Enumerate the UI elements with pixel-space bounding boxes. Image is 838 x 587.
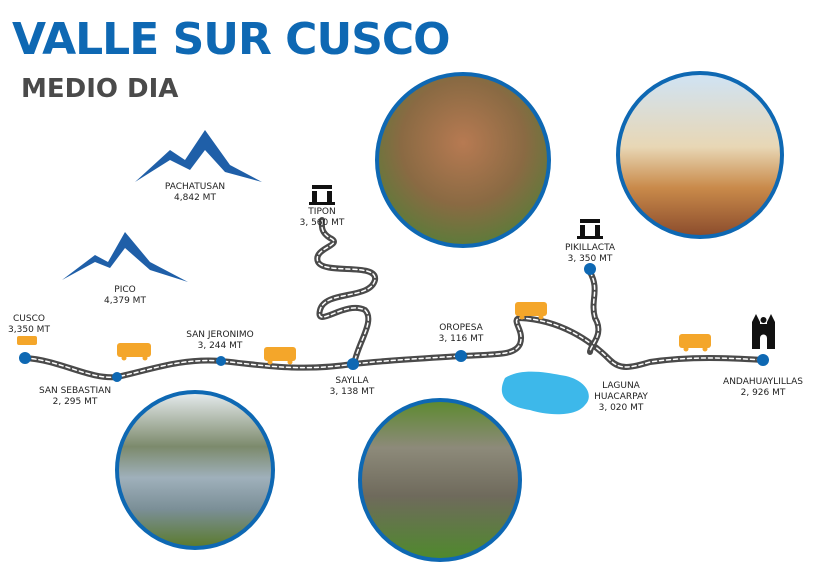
attraction-name: PIKILLACTA <box>564 243 616 253</box>
stop-name: SAN SEBASTIAN <box>38 386 112 396</box>
stop-altitude: 3,350 MT <box>8 325 50 335</box>
stop-altitude: 3, 138 MT <box>329 387 375 397</box>
mountain-name: PACHATUSAN <box>164 182 226 192</box>
stop-name: OROPESA <box>439 323 483 333</box>
mountain-altitude: 4,842 MT <box>174 193 216 203</box>
attraction-altitude: 3, 350 MT <box>567 254 613 264</box>
church-icon <box>752 314 775 349</box>
stop-name: SAN JERONIMO <box>186 330 254 340</box>
tipon-fountain-photo <box>358 398 522 562</box>
lake-icon <box>501 371 589 415</box>
road <box>22 217 766 381</box>
page-subtitle: MEDIO DIA <box>21 74 179 104</box>
page-title: VALLE SUR CUSCO <box>12 14 451 65</box>
stop-name: CUSCO <box>13 314 45 324</box>
stop-altitude: 2, 295 MT <box>52 397 98 407</box>
stop-altitude: 3, 116 MT <box>438 334 484 344</box>
mountain-name: PICO <box>114 285 136 295</box>
stop-name: SAYLLA <box>335 376 369 386</box>
attraction-name: HUACARPAY <box>594 392 648 402</box>
mountain-icon <box>62 130 262 282</box>
tipon-terraces-photo <box>375 72 551 248</box>
photo-circles <box>115 71 784 562</box>
inca-ruin-icon <box>309 185 603 239</box>
attraction-altitude: 3, 020 MT <box>598 403 644 413</box>
stop-altitude: 2, 926 MT <box>740 388 786 398</box>
stop-dots <box>19 263 769 382</box>
attraction-name: TIPON <box>308 207 336 217</box>
attraction-name: LAGUNA <box>602 381 640 391</box>
bus-icon <box>17 302 711 365</box>
stop-name: ANDAHUAYLILLAS <box>723 377 803 387</box>
andahuaylillas-church-photo <box>616 71 784 239</box>
attraction-altitude: 3, 560 MT <box>299 218 345 228</box>
stop-altitude: 3, 244 MT <box>197 341 243 351</box>
huacarpay-lagoon-photo <box>115 390 275 550</box>
mountain-altitude: 4,379 MT <box>104 296 146 306</box>
